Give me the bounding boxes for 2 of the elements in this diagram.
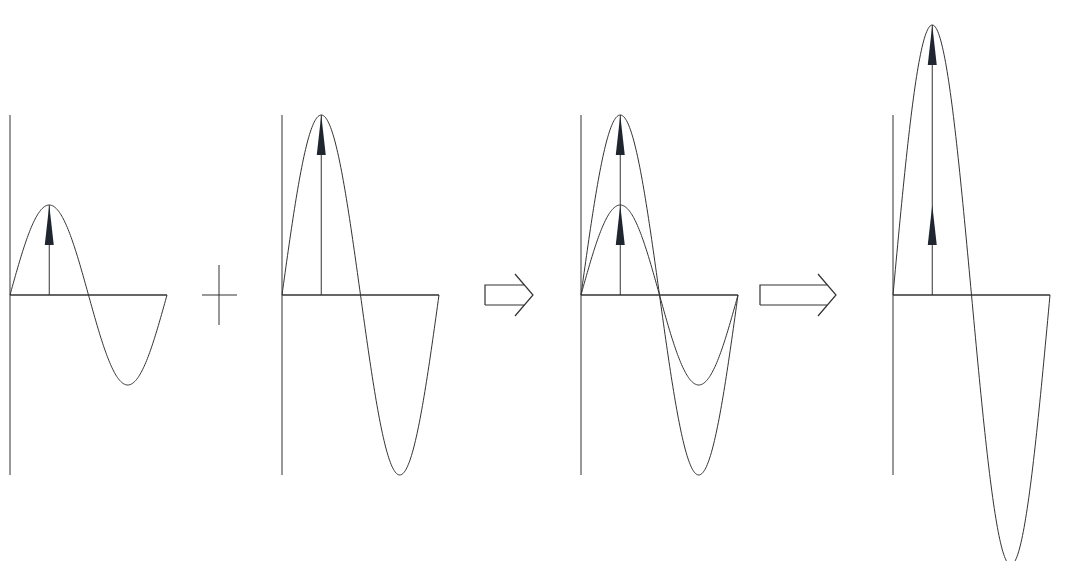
- double-arrow: [484, 273, 534, 317]
- double-arrow: [759, 273, 837, 317]
